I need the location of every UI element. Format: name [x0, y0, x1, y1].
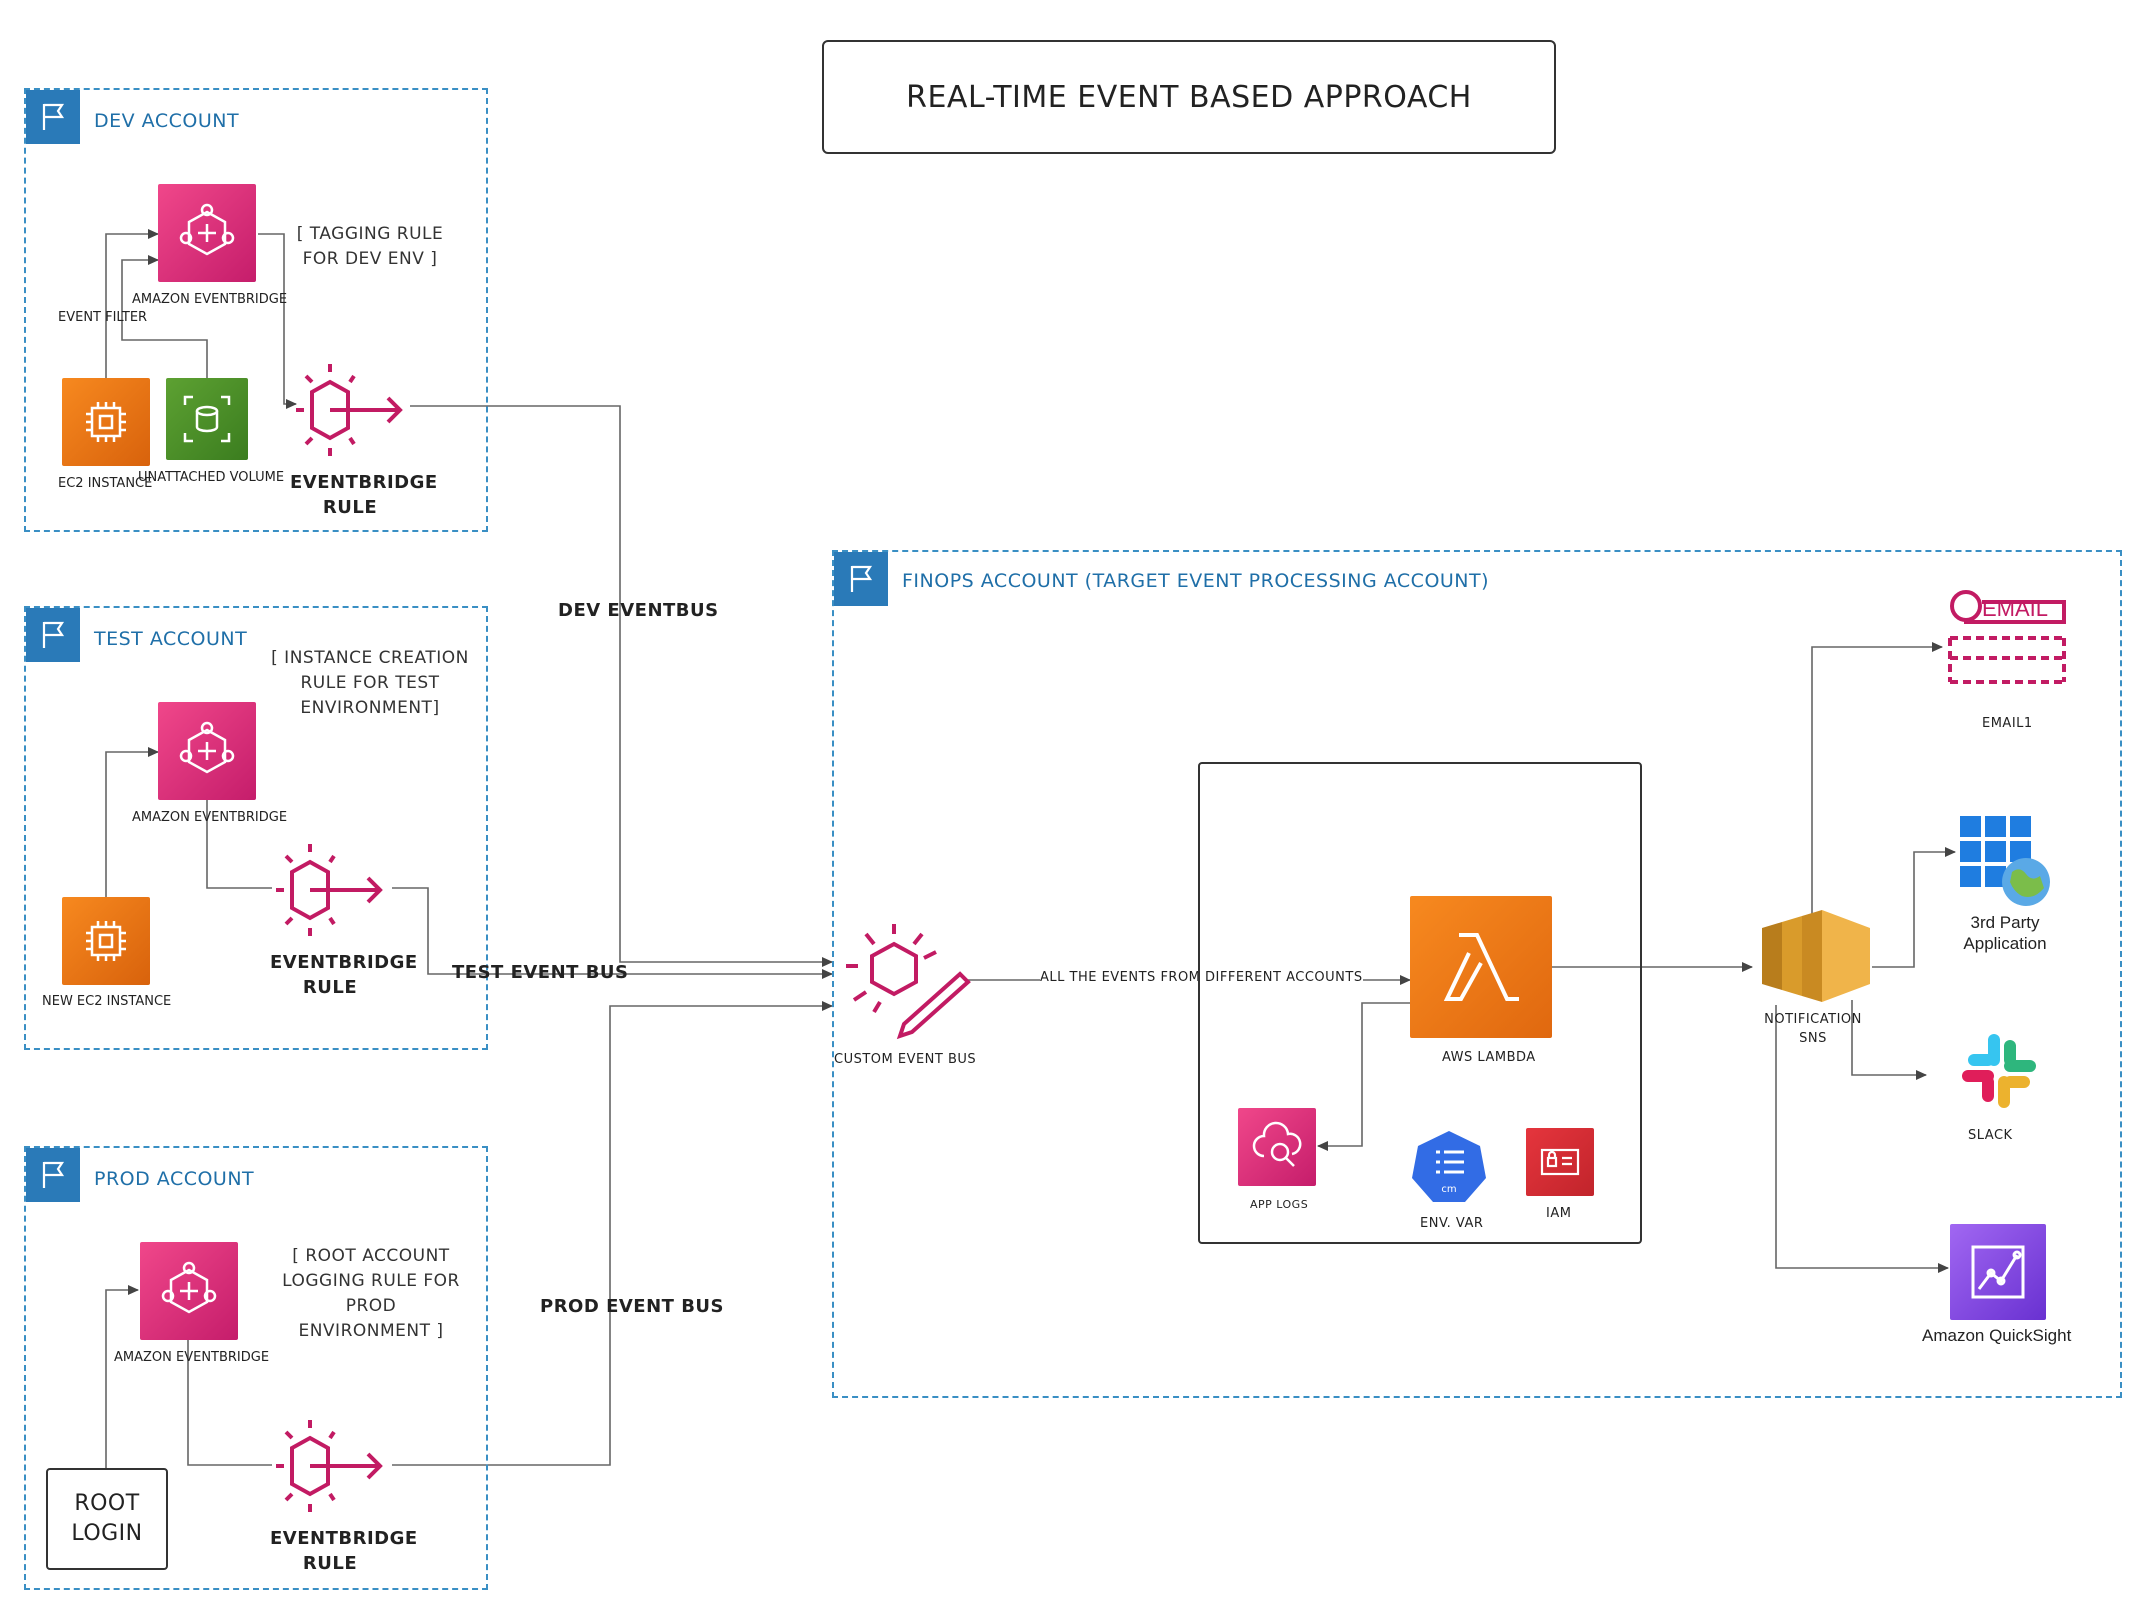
- env-var-label: ENV. VAR: [1420, 1216, 1484, 1231]
- configmap-text: cm: [1441, 1184, 1457, 1195]
- flag-icon: [26, 608, 80, 662]
- dev-rule-note-line2: FOR DEV ENV ]: [302, 249, 438, 269]
- dev-rule-note: [ TAGGING RULE FOR DEV ENV ]: [290, 222, 450, 272]
- dev-eventbus-label: DEV EVENTBUS: [558, 600, 719, 621]
- dev-rule-label-line2: RULE: [322, 497, 378, 518]
- dev-ec2-icon: [62, 378, 150, 466]
- prod-rule-note: [ ROOT ACCOUNT LOGGING RULE FOR PROD ENV…: [256, 1244, 486, 1344]
- dev-rule-label-line1: EVENTBRIDGE: [290, 472, 438, 493]
- prod-account-group: PROD ACCOUNT: [24, 1146, 488, 1590]
- sns-to-quicksight-line: [1775, 1005, 1949, 1273]
- dev-account-group: DEV ACCOUNT: [24, 88, 488, 532]
- root-login-line1: ROOT: [74, 1491, 140, 1516]
- app-logs-label: APP LOGS: [1250, 1198, 1309, 1211]
- third-party-app-icon: [1960, 816, 2050, 908]
- test-rule-note-line1: [ INSTANCE CREATION: [271, 648, 469, 668]
- prod-account-label: PROD ACCOUNT: [94, 1168, 255, 1190]
- test-ec2-icon: [62, 897, 150, 985]
- iam-icon: [1526, 1128, 1594, 1196]
- dev-ec2-to-eventbridge-line: [105, 229, 159, 378]
- dev-volume-to-eventbridge-line: [121, 255, 208, 378]
- test-eventbridge-to-rule-line: [206, 800, 272, 889]
- custom-event-bus-icon: [832, 916, 972, 1040]
- quicksight-label: Amazon QuickSight: [1922, 1326, 2072, 1345]
- prod-rule-icon: [272, 1412, 392, 1522]
- prod-rule-note-line2: LOGGING RULE FOR PROD: [282, 1271, 460, 1316]
- test-rule-label: EVENTBRIDGE RULE: [270, 950, 418, 1000]
- prod-root-to-eventbridge-line: [105, 1285, 139, 1468]
- finops-account-label: FINOPS ACCOUNT (TARGET EVENT PROCESSING …: [902, 570, 1490, 592]
- prod-rule-note-line1: [ ROOT ACCOUNT: [292, 1246, 450, 1266]
- dev-volume-icon: [166, 378, 248, 460]
- dev-account-label: DEV ACCOUNT: [94, 110, 240, 132]
- lambda-label: AWS LAMBDA: [1442, 1050, 1536, 1065]
- sns-to-slack-line: [1851, 1000, 1927, 1080]
- lambda-icon: [1410, 896, 1552, 1038]
- app-logs-icon: [1238, 1108, 1316, 1186]
- prod-eventbridge-to-rule-line: [187, 1340, 272, 1466]
- test-rule-label-line1: EVENTBRIDGE: [270, 952, 418, 973]
- email-icon: EMAIL: [1946, 588, 2068, 706]
- sns-label-line1: NOTIFICATION: [1764, 1012, 1862, 1027]
- root-login-box: ROOT LOGIN: [46, 1468, 168, 1570]
- test-rule-label-line2: RULE: [302, 977, 358, 998]
- third-party-line2: Application: [1963, 934, 2047, 953]
- diagram-title: REAL-TIME EVENT BASED APPROACH: [822, 40, 1556, 154]
- finops-account-group: FINOPS ACCOUNT (TARGET EVENT PROCESSING …: [832, 550, 2122, 1398]
- dev-rule-note-line1: [ TAGGING RULE: [296, 224, 444, 244]
- test-eventbridge-label: AMAZON EVENTBRIDGE: [132, 810, 288, 825]
- test-rule-note-line2: RULE FOR TEST: [300, 673, 440, 693]
- test-eventbus-label: TEST EVENT BUS: [452, 962, 629, 983]
- flag-icon: [834, 552, 888, 606]
- test-eventbus-line: [392, 887, 833, 979]
- sns-icon: [1752, 906, 1874, 1006]
- events-flow-label: ALL THE EVENTS FROM DIFFERENT ACCOUNTS: [1040, 970, 1363, 985]
- custom-event-bus-label: CUSTOM EVENT BUS: [834, 1052, 977, 1067]
- third-party-label: 3rd Party Application: [1950, 912, 2060, 954]
- email-label: EMAIL1: [1982, 716, 2033, 731]
- prod-rule-note-line3: ENVIRONMENT ]: [298, 1321, 444, 1341]
- processing-box: [1198, 762, 1642, 1244]
- email-icon-text: EMAIL: [1982, 596, 2049, 621]
- dev-eventbridge-to-rule-line: [258, 233, 297, 409]
- sns-label: NOTIFICATION SNS: [1758, 1010, 1868, 1048]
- test-ec2-to-eventbridge-line: [105, 747, 159, 897]
- quicksight-icon: [1950, 1224, 2046, 1320]
- prod-rule-label-line1: EVENTBRIDGE: [270, 1528, 418, 1549]
- test-rule-note: [ INSTANCE CREATION RULE FOR TEST ENVIRO…: [270, 646, 470, 721]
- root-login-line2: LOGIN: [71, 1521, 143, 1546]
- flag-icon: [26, 1148, 80, 1202]
- test-account-group: TEST ACCOUNT: [24, 606, 488, 1050]
- sns-to-email-line: [1811, 642, 1943, 915]
- test-ec2-label: NEW EC2 INSTANCE: [42, 994, 172, 1009]
- sns-to-thirdparty-line: [1872, 847, 1956, 968]
- dev-rule-label: EVENTBRIDGE RULE: [290, 470, 438, 520]
- test-account-label: TEST ACCOUNT: [94, 628, 248, 650]
- test-eventbridge-icon: [158, 702, 256, 800]
- prod-eventbridge-label: AMAZON EVENTBRIDGE: [114, 1350, 270, 1365]
- slack-icon: [1958, 1030, 2040, 1112]
- dev-rule-icon: [292, 356, 412, 466]
- sns-label-line2: SNS: [1799, 1031, 1827, 1046]
- dev-volume-label: UNATTACHED VOLUME: [138, 470, 285, 485]
- prod-eventbridge-icon: [140, 1242, 238, 1340]
- flag-icon: [26, 90, 80, 144]
- prod-eventbus-label: PROD EVENT BUS: [540, 1296, 724, 1317]
- dev-ec2-label: EC2 INSTANCE: [58, 476, 153, 491]
- env-var-icon: cm: [1410, 1128, 1488, 1206]
- event-filter-label: EVENT FILTER: [58, 310, 148, 325]
- prod-rule-label-line2: RULE: [302, 1553, 358, 1574]
- dev-eventbus-line: [410, 405, 833, 967]
- test-rule-icon: [272, 836, 392, 946]
- dev-eventbridge-icon: [158, 184, 256, 282]
- slack-label: SLACK: [1968, 1128, 2013, 1143]
- test-rule-note-line3: ENVIRONMENT]: [300, 698, 440, 718]
- dev-eventbridge-label: AMAZON EVENTBRIDGE: [132, 292, 288, 307]
- iam-label: IAM: [1546, 1206, 1572, 1221]
- lambda-to-applogs-line: [1317, 1002, 1410, 1151]
- third-party-line1: 3rd Party: [1970, 913, 2040, 932]
- prod-rule-label: EVENTBRIDGE RULE: [270, 1526, 418, 1576]
- prod-eventbus-line: [392, 1001, 833, 1466]
